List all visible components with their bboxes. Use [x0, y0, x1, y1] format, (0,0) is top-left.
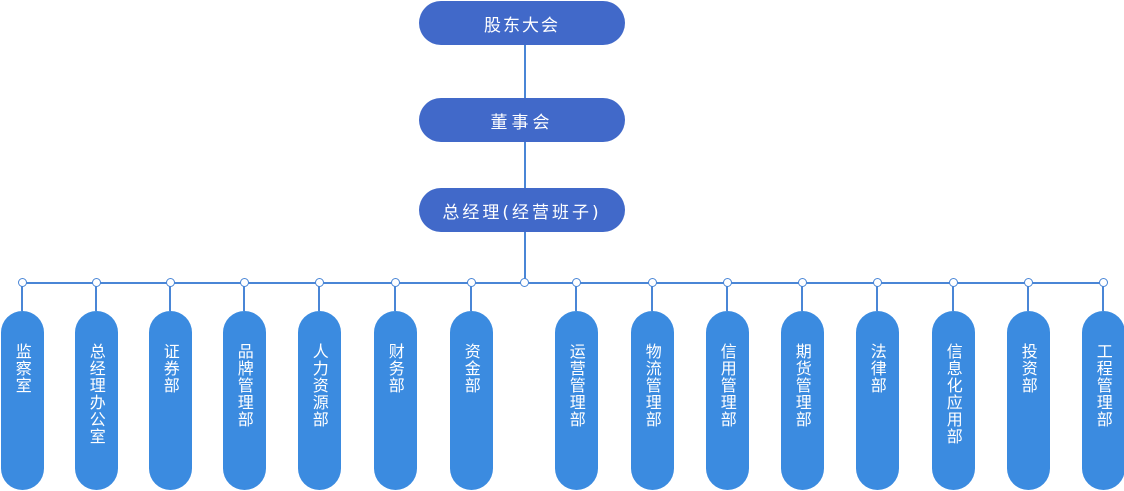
connector-dept-6 [470, 282, 472, 311]
connector-dept-13 [1027, 282, 1029, 311]
department-node: 监察室 [0, 311, 44, 490]
department-label: 投资部 [1018, 343, 1038, 394]
connector-gm-bus [524, 232, 526, 282]
connector-dept-8 [651, 282, 653, 311]
department-label: 期货管理部 [792, 343, 812, 428]
connector-dept-14 [1102, 282, 1104, 311]
junction-dot-dept-5 [390, 278, 400, 287]
node-shareholders-meeting: 股东大会 [419, 1, 625, 45]
connector-dept-11 [876, 282, 878, 311]
junction-dot-dept-13 [1023, 278, 1033, 287]
junction-dot-dept-9 [722, 278, 732, 287]
connector-dept-2 [169, 282, 171, 311]
connector-shareholders-board [524, 45, 526, 98]
connector-dept-12 [952, 282, 954, 311]
junction-dot-dept-1 [91, 278, 101, 287]
connector-dept-1 [95, 282, 97, 311]
department-label: 证券部 [160, 343, 180, 394]
department-label: 法律部 [867, 343, 887, 394]
department-label: 信用管理部 [717, 343, 737, 428]
department-node: 投资部 [1006, 311, 1050, 490]
department-label: 人力资源部 [309, 343, 329, 428]
junction-dot-dept-0 [17, 278, 27, 287]
connector-dept-3 [243, 282, 245, 311]
department-label: 工程管理部 [1093, 343, 1113, 428]
department-label: 信息化应用部 [943, 343, 963, 445]
junction-dot-dept-14 [1098, 278, 1108, 287]
department-node: 法律部 [855, 311, 899, 490]
connector-dept-0 [21, 282, 23, 311]
junction-dot-dept-4 [314, 278, 324, 287]
connector-dept-9 [726, 282, 728, 311]
department-node: 工程管理部 [1081, 311, 1124, 490]
connector-dept-7 [575, 282, 577, 311]
connector-horizontal-bus [22, 282, 1104, 284]
department-label: 资金部 [461, 343, 481, 394]
node-general-manager: 总经理(经营班子) [419, 188, 625, 232]
junction-dot-dept-8 [647, 278, 657, 287]
department-node: 人力资源部 [297, 311, 341, 490]
department-node: 信用管理部 [705, 311, 749, 490]
junction-dot-center [520, 278, 529, 287]
department-node: 财务部 [373, 311, 417, 490]
node-board-of-directors: 董事会 [419, 98, 625, 142]
junction-dot-dept-3 [239, 278, 249, 287]
department-label: 品牌管理部 [234, 343, 254, 428]
connector-dept-4 [318, 282, 320, 311]
department-node: 总经理办公室 [74, 311, 118, 490]
department-label: 监察室 [12, 343, 32, 394]
department-node: 品牌管理部 [222, 311, 266, 490]
department-node: 证券部 [148, 311, 192, 490]
department-node: 信息化应用部 [931, 311, 975, 490]
department-label: 物流管理部 [642, 343, 662, 428]
connector-dept-10 [801, 282, 803, 311]
department-node: 资金部 [449, 311, 493, 490]
department-node: 运营管理部 [554, 311, 598, 490]
connector-board-gm [524, 142, 526, 188]
junction-dot-dept-7 [571, 278, 581, 287]
junction-dot-dept-6 [466, 278, 476, 287]
junction-dot-dept-12 [948, 278, 958, 287]
junction-dot-dept-11 [872, 278, 882, 287]
department-node: 物流管理部 [630, 311, 674, 490]
department-node: 期货管理部 [780, 311, 824, 490]
junction-dot-dept-10 [797, 278, 807, 287]
department-label: 财务部 [385, 343, 405, 394]
department-label: 总经理办公室 [86, 343, 106, 445]
junction-dot-dept-2 [165, 278, 175, 287]
department-label: 运营管理部 [566, 343, 586, 428]
connector-dept-5 [394, 282, 396, 311]
